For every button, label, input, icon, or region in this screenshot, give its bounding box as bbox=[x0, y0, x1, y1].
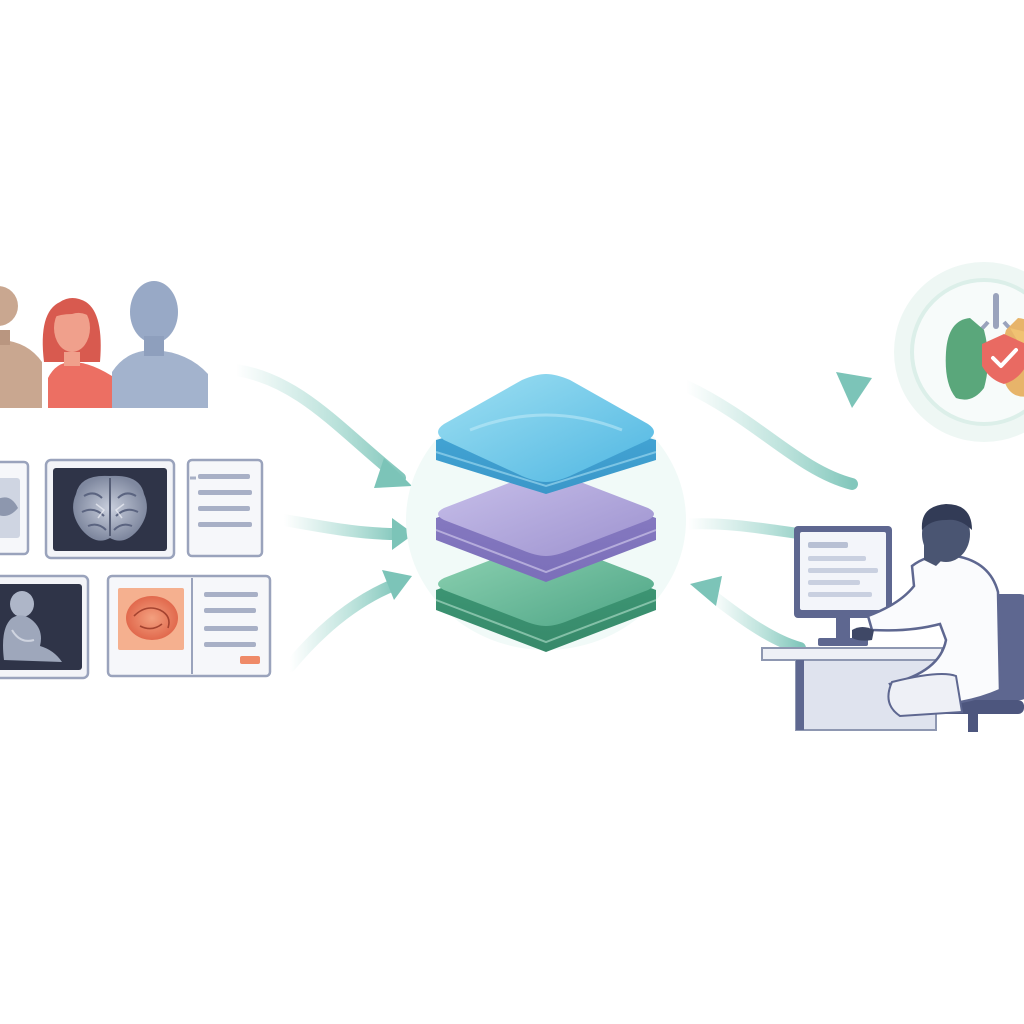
tissue-slide-icon bbox=[106, 574, 272, 678]
patient-group-icon bbox=[0, 281, 208, 408]
patient-left bbox=[0, 286, 42, 408]
arrow-in-middle-head bbox=[392, 518, 414, 550]
partial-panel-top bbox=[0, 460, 30, 556]
fetal-ultrasound-icon bbox=[0, 574, 90, 680]
layer-middle bbox=[435, 472, 657, 582]
arrow-in-middle bbox=[278, 514, 404, 540]
desk bbox=[761, 647, 943, 731]
lung-checkmark-icon bbox=[894, 262, 1024, 442]
clinician-workstation-icon bbox=[761, 504, 1024, 732]
arrow-out-top-head bbox=[836, 372, 872, 408]
clinician bbox=[852, 504, 1002, 718]
arrow-out-top bbox=[680, 380, 858, 490]
data-layer-stack-icon bbox=[406, 374, 686, 652]
arrow-in-top bbox=[230, 364, 406, 484]
arrow-feedback-head bbox=[690, 576, 722, 606]
layer-top bbox=[435, 374, 657, 494]
monitor bbox=[794, 526, 892, 646]
text-document-icon bbox=[186, 458, 264, 558]
brain-scan-icon bbox=[44, 458, 176, 560]
patient-right bbox=[112, 281, 208, 408]
arrow-in-top-head bbox=[374, 458, 412, 488]
input-arrows bbox=[230, 364, 414, 672]
arrow-in-bottom-head bbox=[382, 570, 412, 600]
arrow-feedback bbox=[704, 588, 806, 654]
layer-bottom bbox=[435, 542, 657, 652]
patient-middle bbox=[42, 298, 118, 408]
checkmark-badge bbox=[982, 334, 1024, 384]
arrow-in-bottom bbox=[284, 578, 402, 672]
